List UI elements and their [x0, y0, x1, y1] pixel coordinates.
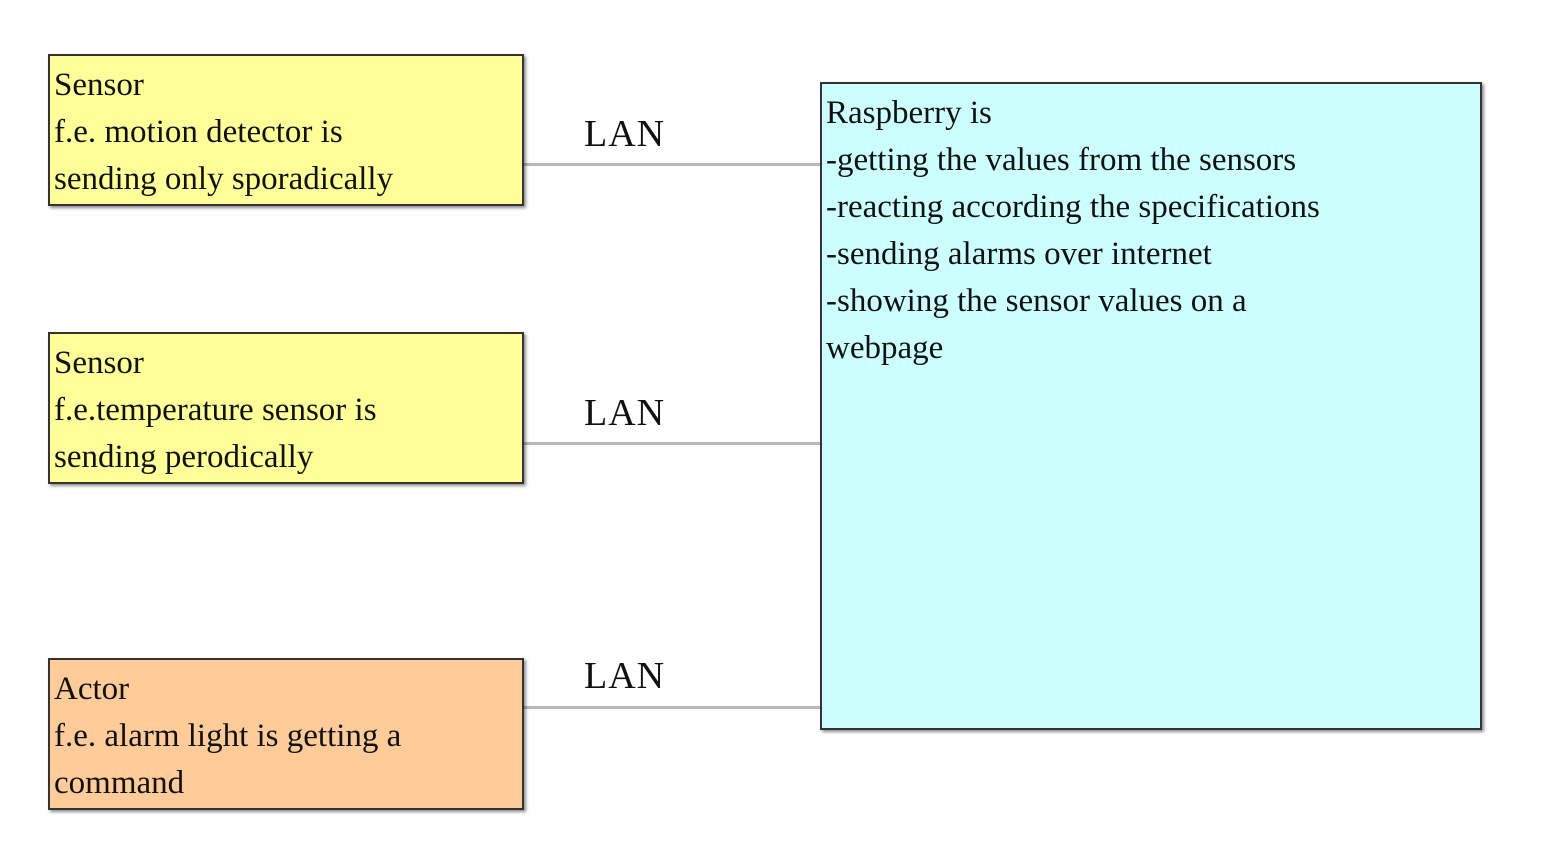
node-text-line: sending perodically: [54, 439, 314, 475]
connector-sensor1-raspberry: [524, 163, 820, 166]
connector-label-lan-2: LAN: [584, 392, 666, 434]
sensor-motion-detector-box: Sensor f.e. motion detector is sending o…: [48, 54, 524, 206]
connector-actor-raspberry: [524, 706, 820, 709]
raspberry-box: Raspberry is -getting the values from th…: [820, 82, 1482, 730]
node-text-line: sending only sporadically: [54, 161, 394, 197]
connector-label-lan-3: LAN: [584, 655, 666, 697]
node-text-line: f.e. motion detector is: [54, 114, 343, 150]
node-title: Actor: [54, 671, 130, 707]
node-text-line: -showing the sensor values on a: [826, 283, 1247, 319]
node-title: Sensor: [54, 345, 144, 381]
sensor-temperature-box: Sensor f.e.temperature sensor is sending…: [48, 332, 524, 484]
actor-alarm-light-box: Actor f.e. alarm light is getting a comm…: [48, 658, 524, 810]
node-title: Raspberry is: [826, 95, 992, 131]
node-title: Sensor: [54, 67, 144, 103]
node-text-line: -sending alarms over internet: [826, 236, 1212, 272]
connector-label-lan-1: LAN: [584, 113, 666, 155]
node-text-line: command: [54, 765, 185, 801]
connector-sensor2-raspberry: [524, 442, 820, 445]
node-text-line: -getting the values from the sensors: [826, 142, 1297, 178]
node-text-line: f.e. alarm light is getting a: [54, 718, 402, 754]
node-text-line: -reacting according the specifications: [826, 189, 1320, 225]
node-text-line: webpage: [826, 330, 944, 366]
node-text-line: f.e.temperature sensor is: [54, 392, 377, 428]
